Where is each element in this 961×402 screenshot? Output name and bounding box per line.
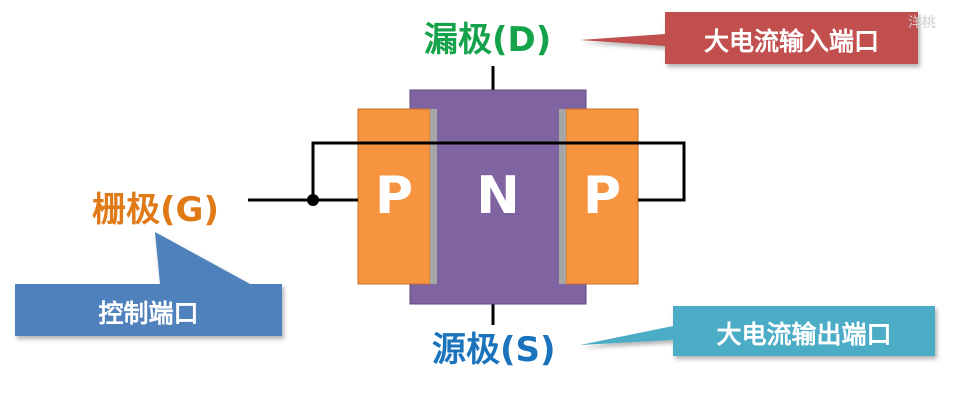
drain-label: 漏极(D) — [424, 20, 552, 60]
gate-callout-box — [15, 232, 282, 336]
n-channel-region — [409, 89, 587, 305]
n-label: N — [476, 166, 520, 226]
gate-callout-text: 控制端口 — [98, 299, 199, 328]
source-callout-text: 大电流输出端口 — [716, 320, 892, 349]
drain-callout-text: 大电流输入端口 — [703, 27, 879, 56]
gate-junction-dot — [307, 194, 319, 206]
source-label: 源极(S) — [432, 330, 556, 370]
right-p-region — [565, 108, 639, 285]
left-p-label: P — [374, 166, 414, 226]
right-p-label: P — [582, 166, 622, 226]
left-p-region — [357, 108, 431, 285]
left-boundary-strip — [430, 109, 437, 284]
gate-label: 栅极(G) — [92, 190, 219, 230]
watermark: 洋桃 — [908, 15, 936, 31]
right-boundary-strip — [559, 109, 566, 284]
drain-callout-box — [580, 12, 918, 64]
source-callout-box — [580, 306, 935, 356]
gate-loop-wire — [311, 141, 686, 202]
